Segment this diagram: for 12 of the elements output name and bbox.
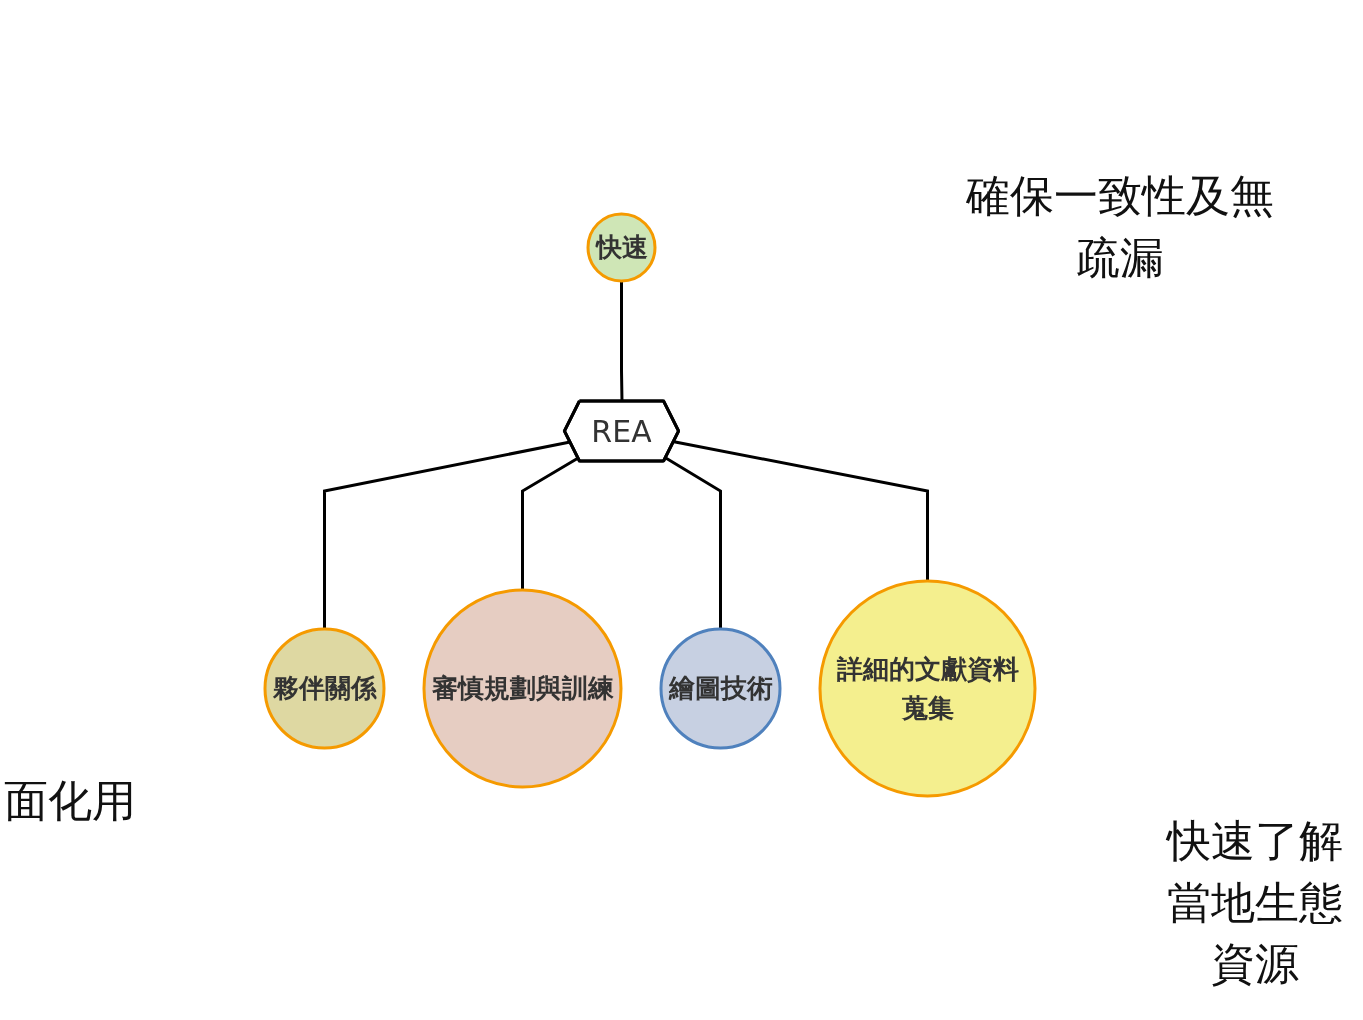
node-circle: 詳細的文獻資料蒐集 [818,579,1037,798]
note-text: 面化用 [3,774,137,828]
node-circle: 繪圖技術 [659,627,782,750]
connector [521,456,579,590]
connector [665,456,722,629]
node-circle: 夥伴關係 [263,627,386,750]
connector [323,440,571,629]
connector [620,281,624,402]
note-text: 確保一致性及無疏漏 [965,169,1275,285]
node-circle: 審慎規劃與訓練 [422,588,623,789]
note-text: 快速了解當地生態資源 [1165,814,1344,992]
connector [673,440,929,581]
